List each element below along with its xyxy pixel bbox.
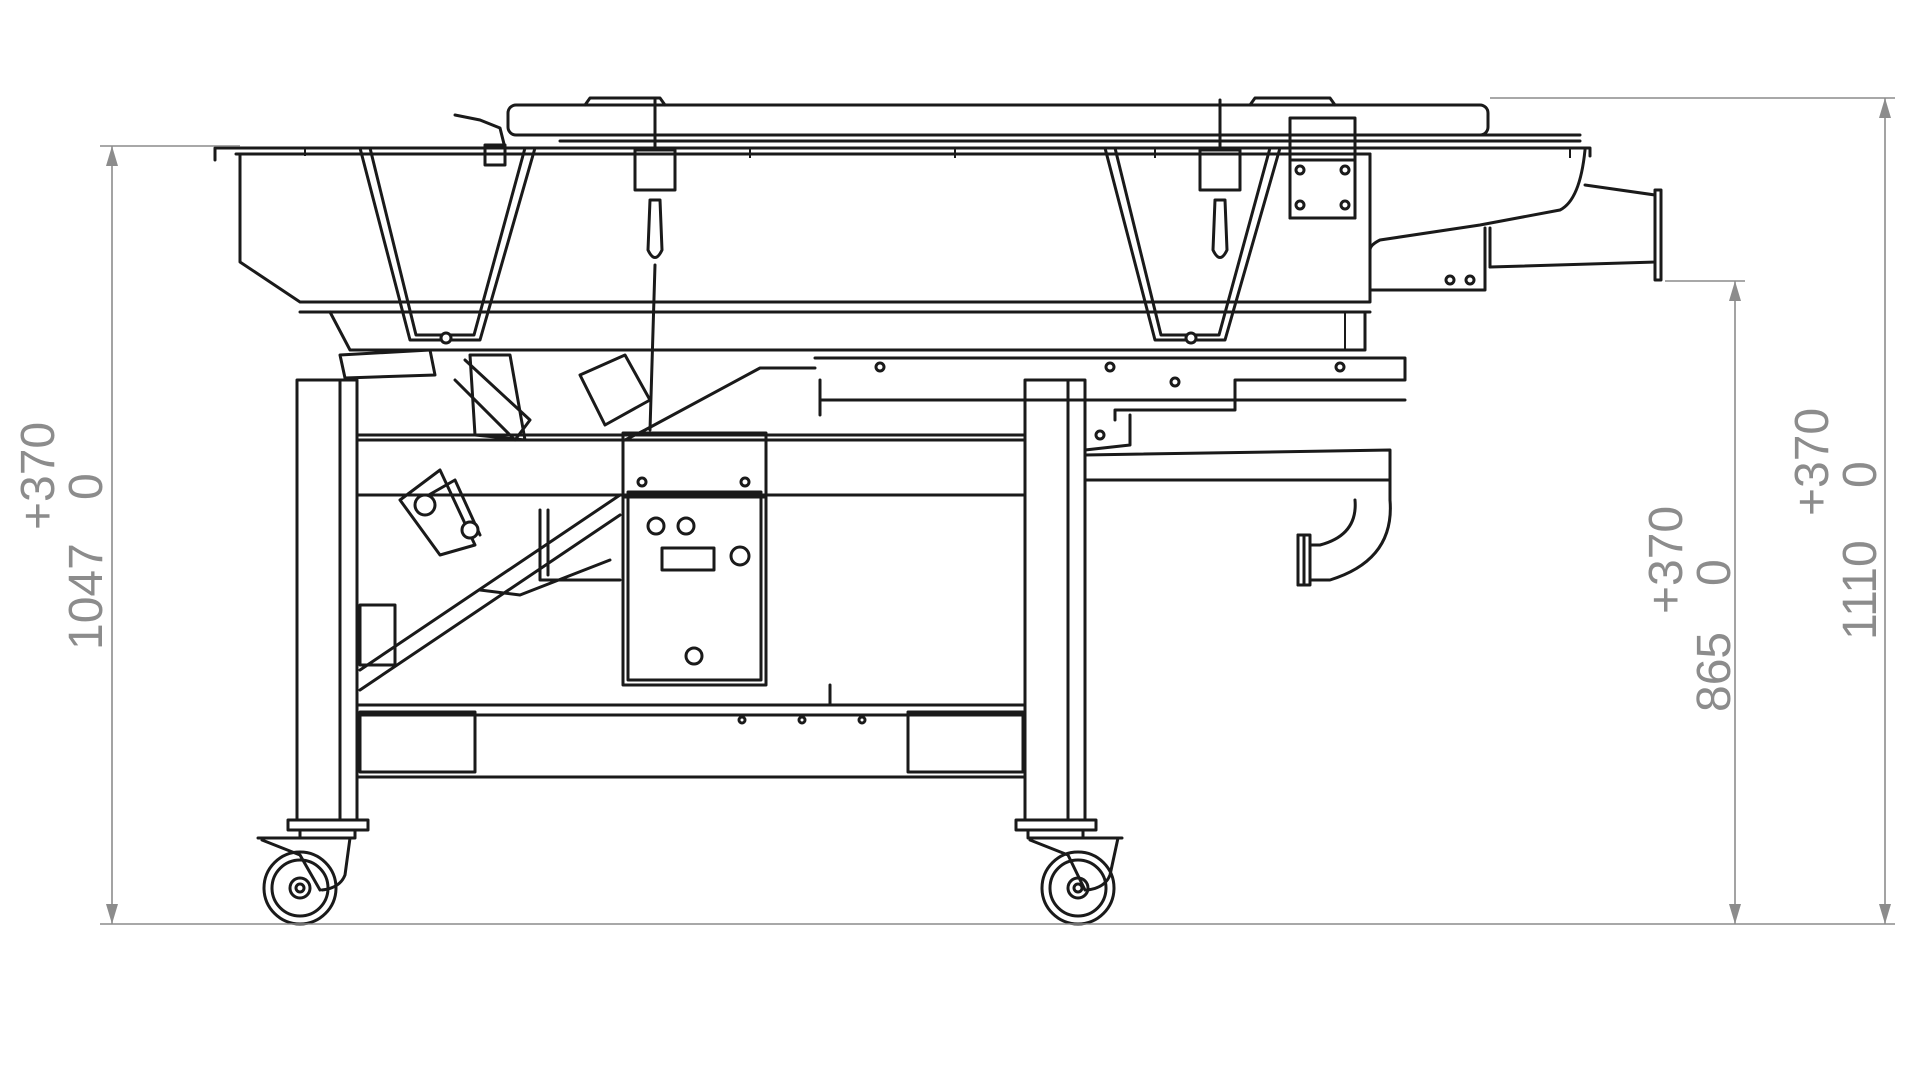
dimension-middle-base: 865 [1688, 632, 1741, 712]
dimension-right-zero: 0 [1834, 461, 1887, 488]
dimension-right-base: 1110 [1834, 540, 1887, 640]
button-icon [684, 646, 704, 666]
hanger-frames [358, 146, 1282, 345]
control-box [621, 431, 768, 687]
dimension-left-zero: 0 [60, 473, 113, 500]
dimension-lines [100, 97, 1895, 925]
dimension-middle-zero: 0 [1688, 559, 1741, 586]
dimension-right-tolerance: +370 [1786, 408, 1839, 516]
machine [213, 96, 1663, 926]
main-frame [295, 378, 1087, 822]
outlet-pipe [1083, 448, 1392, 587]
indicator-lamp-icon [676, 516, 696, 536]
caster-right [1014, 818, 1124, 926]
dimension-middle-tolerance: +370 [1640, 506, 1693, 614]
dimension-left-tolerance: +370 [12, 422, 65, 530]
sieve-deck [213, 116, 1663, 352]
knob-icon [729, 545, 751, 567]
feed-conveyor [338, 348, 652, 692]
toggle-clamps [453, 98, 1242, 432]
chassis-rail [623, 356, 1407, 482]
dimension-left-base: 1047 [60, 543, 113, 650]
display-icon [660, 546, 716, 572]
caster-left [256, 818, 370, 926]
top-cover [506, 96, 1582, 143]
indicator-lamp-icon [646, 516, 666, 536]
